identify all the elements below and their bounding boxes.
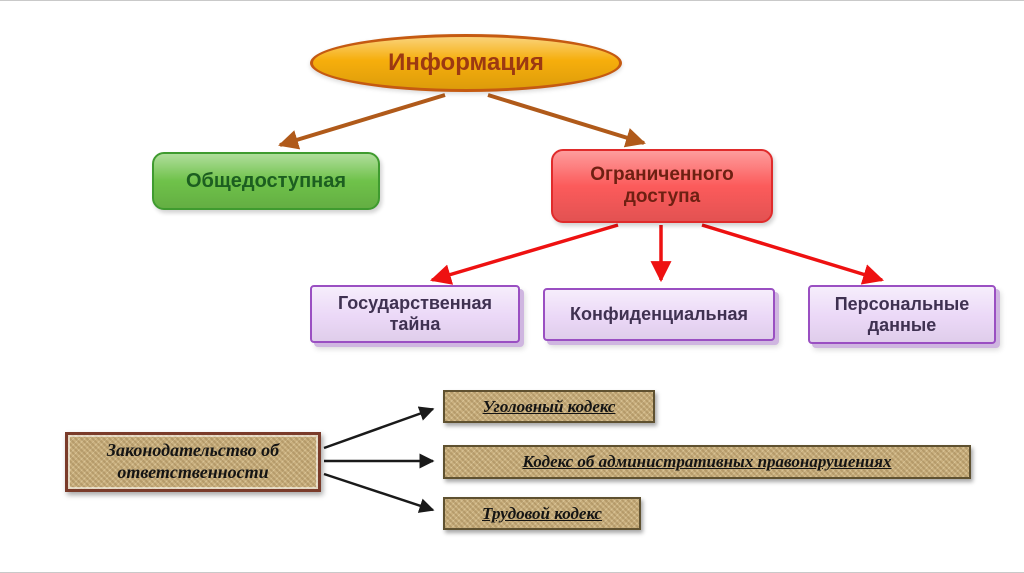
node-labor-code-label: Трудовой кодекс <box>482 503 602 523</box>
node-personal-data: Персональные данные <box>808 285 996 344</box>
node-personal-data-label: Персональные данные <box>834 293 970 335</box>
node-confidential: Конфиденциальная <box>543 288 775 341</box>
node-criminal-code-label: Уголовный кодекс <box>482 396 616 416</box>
node-legislation-label: Законодательство об ответственности <box>106 440 280 482</box>
node-restricted: Ограниченного доступа <box>551 149 773 223</box>
node-criminal-code: Уголовный кодекс <box>443 390 655 423</box>
node-admin-code-label: Кодекс об административных правонарушени… <box>522 452 892 471</box>
arrow-info-to-restricted <box>487 93 646 148</box>
node-information: Информация <box>310 34 622 92</box>
node-public: Общедоступная <box>152 152 380 210</box>
arrow-restricted-to-personal-data <box>701 223 885 285</box>
arrow-info-to-public <box>278 93 446 150</box>
arrow-legislation-to-criminal <box>323 406 435 450</box>
node-information-label: Информация <box>388 49 544 76</box>
arrow-restricted-to-state-secret <box>429 223 619 285</box>
node-admin-code: Кодекс об административных правонарушени… <box>443 445 971 479</box>
arrow-legislation-to-labor <box>323 472 435 513</box>
node-labor-code: Трудовой кодекс <box>443 497 641 530</box>
node-confidential-label: Конфиденциальная <box>569 304 748 325</box>
node-state-secret: Государственная тайна <box>310 285 520 343</box>
node-restricted-label: Ограниченного доступа <box>590 164 734 207</box>
node-public-label: Общедоступная <box>185 169 347 192</box>
node-legislation: Законодательство об ответственности <box>65 432 321 492</box>
node-state-secret-label: Государственная тайна <box>338 293 492 334</box>
